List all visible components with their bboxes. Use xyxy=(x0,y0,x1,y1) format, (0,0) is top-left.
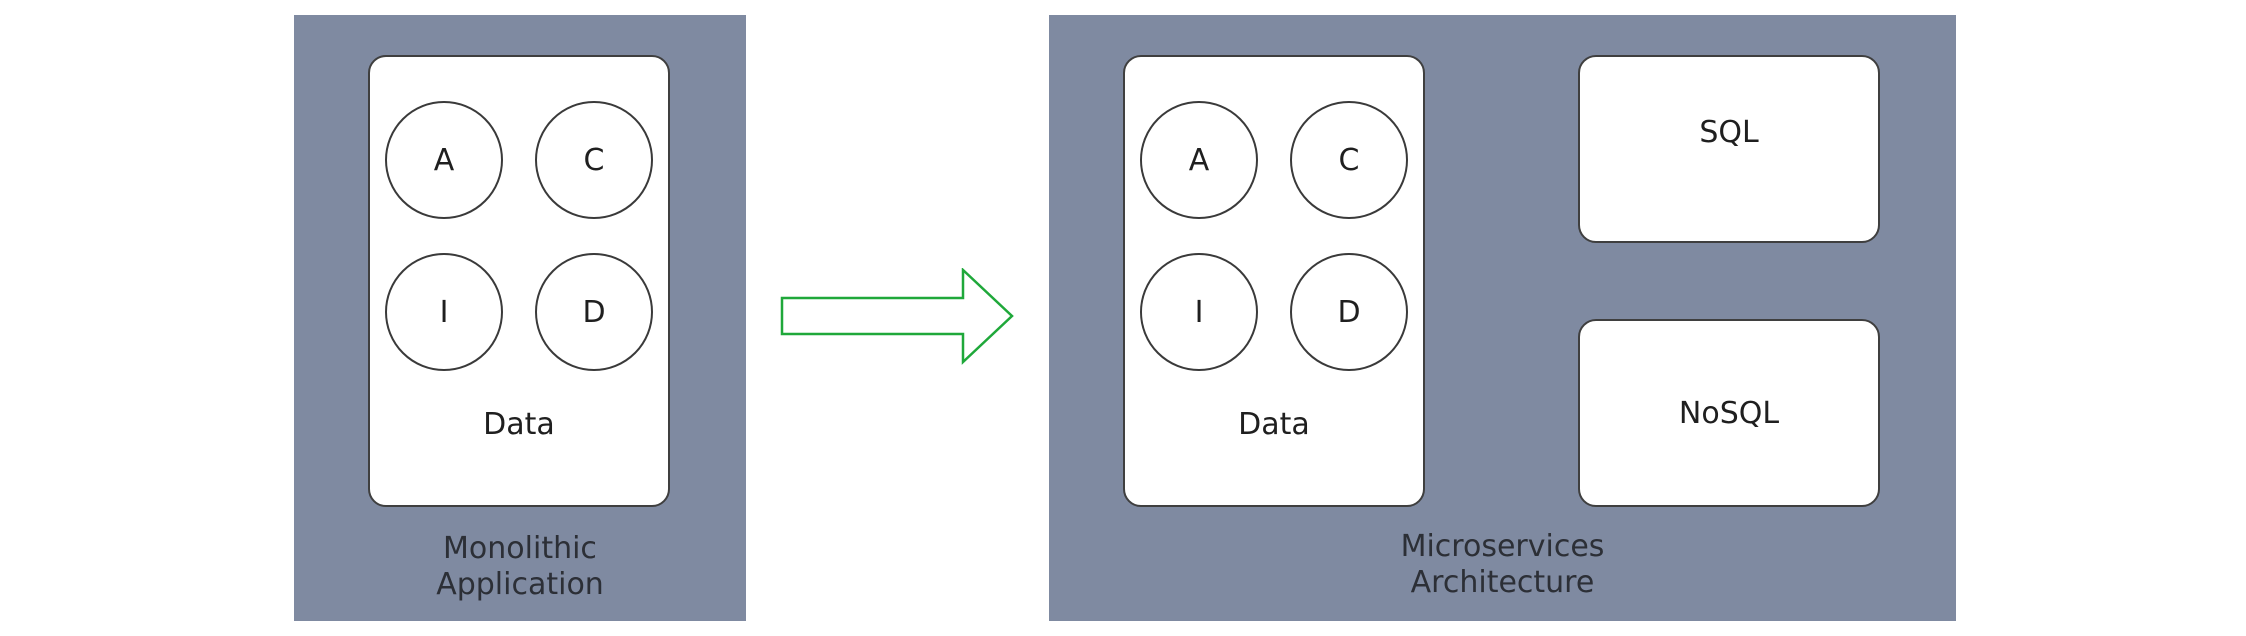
sql-database-card: SQL xyxy=(1578,55,1880,243)
component-circle-a: A xyxy=(1140,101,1258,219)
monolith-panel: A C I D Data Monolithic Application xyxy=(294,15,746,621)
microservices-data-card: A C I D Data xyxy=(1123,55,1425,507)
nosql-database-card: NoSQL xyxy=(1578,319,1880,507)
component-circle-i: I xyxy=(385,253,503,371)
component-circle-i: I xyxy=(1140,253,1258,371)
microservices-panel: A C I D Data SQL NoSQL Microservices Arc… xyxy=(1049,15,1956,621)
data-label: Data xyxy=(483,407,555,442)
monolith-data-card: A C I D Data xyxy=(368,55,670,507)
component-circle-c: C xyxy=(535,101,653,219)
sql-label: SQL xyxy=(1699,114,1759,150)
right-arrow-icon xyxy=(780,268,1014,365)
monolith-panel-label: Monolithic Application xyxy=(436,531,604,602)
microservices-panel-label: Microservices Architecture xyxy=(1400,529,1605,600)
data-label: Data xyxy=(1238,407,1310,442)
component-circle-d: D xyxy=(1290,253,1408,371)
arrow-shape xyxy=(780,268,1014,365)
component-circle-a: A xyxy=(385,101,503,219)
component-circle-d: D xyxy=(535,253,653,371)
nosql-label: NoSQL xyxy=(1678,395,1780,431)
component-circle-c: C xyxy=(1290,101,1408,219)
